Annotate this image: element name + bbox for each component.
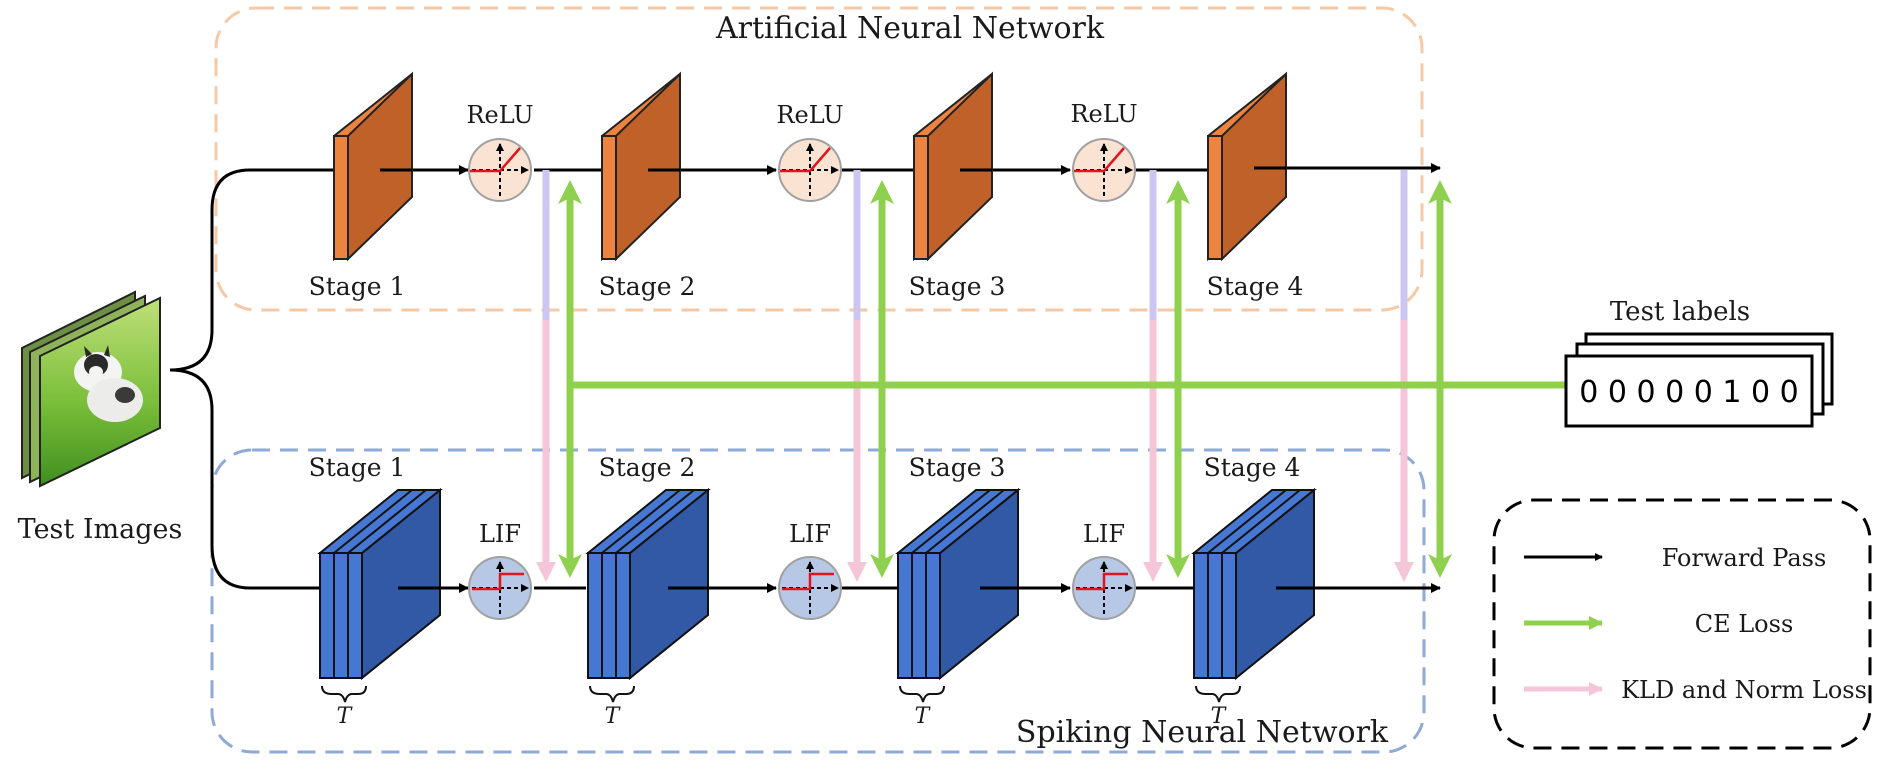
- ann-group-box: [214, 6, 1424, 312]
- relu-label-2: ReLU: [776, 101, 843, 129]
- snn-stage-block-3: [895, 487, 1021, 681]
- ann-title: Artificial Neural Network: [715, 11, 1105, 46]
- relu-label-3: ReLU: [1070, 100, 1137, 128]
- snn-stage-label-4: Stage 4: [1204, 453, 1301, 482]
- lif-label-3: LIF: [1083, 520, 1125, 548]
- ann-stage-block-3: [913, 71, 993, 262]
- snn-group-box: [210, 448, 1426, 754]
- time-braces: [321, 685, 1241, 703]
- relu-node-1: [468, 138, 532, 202]
- legend-ce-label: CE Loss: [1695, 610, 1794, 638]
- snn-stage-label-1: Stage 1: [309, 453, 406, 482]
- test-images-label: Test Images: [18, 514, 183, 545]
- relu-label-1: ReLU: [466, 101, 533, 129]
- lif-label-2: LIF: [789, 520, 831, 548]
- snn-stage-block-2: [585, 487, 711, 681]
- input-brace: [169, 168, 322, 590]
- snn-stage-label-3: Stage 3: [909, 453, 1006, 482]
- snn-stage-block-1: [317, 487, 443, 681]
- ce-loss-arrows: [558, 180, 1566, 578]
- lif-node-3: [1072, 556, 1136, 620]
- legend-box: [1492, 498, 1872, 750]
- ann-stage-label-3: Stage 3: [909, 272, 1006, 301]
- time-symbol-2: T: [605, 704, 622, 729]
- time-symbol-4: T: [1211, 704, 1228, 729]
- snn-stage-label-2: Stage 2: [599, 453, 696, 482]
- ann-stage-label-1: Stage 1: [309, 272, 406, 301]
- lif-node-2: [778, 556, 842, 620]
- legend-kld-label: KLD and Norm Loss: [1621, 676, 1867, 704]
- ann-stage-block-1: [333, 71, 413, 262]
- ann-stage-label-2: Stage 2: [599, 272, 696, 301]
- test-images: [21, 290, 161, 488]
- kld-loss-arrows: [536, 170, 1414, 582]
- test-labels-stack: [1564, 332, 1834, 428]
- snn-stage-block-4: [1191, 487, 1317, 681]
- time-symbol-3: T: [915, 704, 932, 729]
- relu-node-3: [1072, 138, 1136, 202]
- lif-node-1: [468, 556, 532, 620]
- ann-block-pass-lines: [380, 166, 1286, 172]
- time-symbol-1: T: [337, 704, 354, 729]
- snn-title: Spiking Neural Network: [1016, 715, 1389, 750]
- test-labels-value: 0 0 0 0 0 1 0 0: [1579, 375, 1798, 410]
- lif-label-1: LIF: [479, 520, 521, 548]
- legend-forward-label: Forward Pass: [1662, 544, 1827, 572]
- ann-stage-label-4: Stage 4: [1207, 272, 1304, 301]
- ann-stage-block-2: [601, 71, 681, 262]
- test-labels-title: Test labels: [1610, 297, 1750, 327]
- relu-node-2: [778, 138, 842, 202]
